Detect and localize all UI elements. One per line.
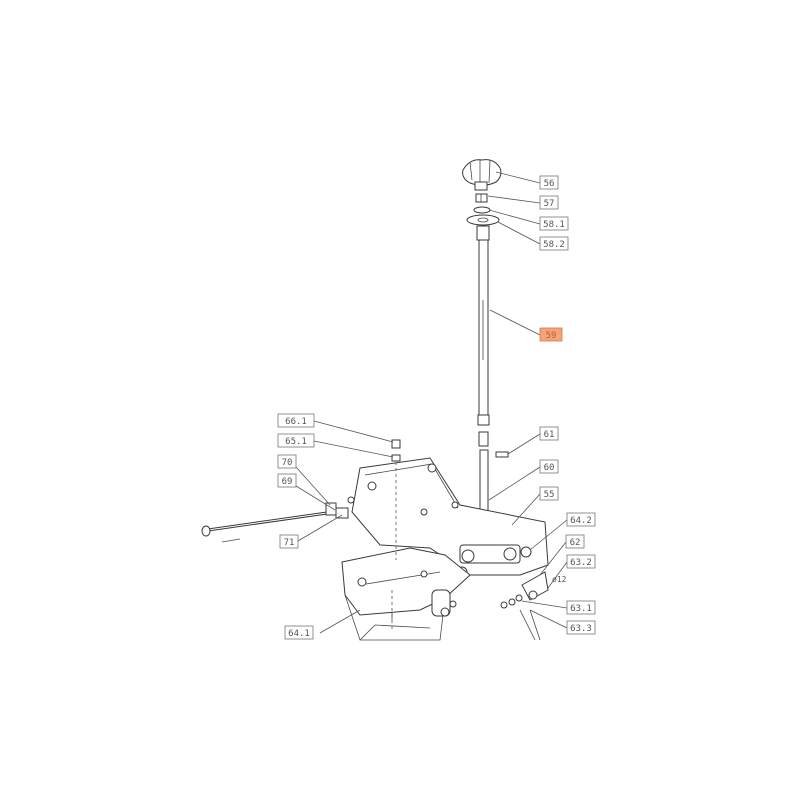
callout-71[interactable]: 71 bbox=[279, 534, 299, 549]
svg-text:60: 60 bbox=[544, 463, 555, 473]
knob-part bbox=[462, 159, 502, 191]
callout-63-1[interactable]: 63.1 bbox=[566, 600, 596, 615]
shaft-part bbox=[476, 225, 490, 426]
assembly-lines bbox=[391, 462, 397, 630]
svg-text:66.1: 66.1 bbox=[285, 417, 307, 427]
callout-59[interactable]: 59 bbox=[539, 327, 563, 342]
svg-text:57: 57 bbox=[544, 199, 555, 209]
dimension-text: ø12 bbox=[552, 575, 567, 584]
callout-63-3[interactable]: 63.3 bbox=[566, 620, 596, 635]
svg-text:64.2: 64.2 bbox=[570, 516, 592, 526]
svg-text:63.3: 63.3 bbox=[570, 624, 592, 634]
callout-70[interactable]: 70 bbox=[277, 454, 297, 469]
svg-text:64.1: 64.1 bbox=[288, 629, 310, 639]
svg-text:56: 56 bbox=[544, 179, 555, 189]
callout-61[interactable]: 61 bbox=[539, 426, 559, 441]
svg-text:58.1: 58.1 bbox=[543, 220, 565, 230]
side-lever-part bbox=[500, 546, 549, 641]
svg-text:71: 71 bbox=[284, 538, 295, 548]
svg-text:69: 69 bbox=[282, 477, 293, 487]
callout-65-1[interactable]: 65.1 bbox=[277, 433, 315, 448]
callout-64-2[interactable]: 64.2 bbox=[566, 512, 596, 527]
callout-58-1[interactable]: 58.1 bbox=[539, 216, 569, 231]
svg-text:61: 61 bbox=[544, 430, 555, 440]
callout-56[interactable]: 56 bbox=[539, 175, 559, 190]
svg-text:70: 70 bbox=[282, 458, 293, 468]
bracket-plate-part bbox=[351, 457, 549, 578]
svg-text:63.1: 63.1 bbox=[570, 604, 592, 614]
svg-text:65.1: 65.1 bbox=[285, 437, 307, 447]
svg-text:63.2: 63.2 bbox=[570, 558, 592, 568]
callout-62[interactable]: 62 bbox=[565, 534, 585, 549]
top-bolts-part bbox=[391, 439, 401, 462]
callout-60[interactable]: 60 bbox=[539, 459, 559, 474]
callout-63-2[interactable]: 63.2 bbox=[566, 554, 596, 569]
leader-lines bbox=[295, 171, 568, 634]
svg-text:62: 62 bbox=[570, 538, 581, 548]
lower-frame-part bbox=[341, 547, 471, 641]
callout-55[interactable]: 55 bbox=[539, 486, 559, 501]
svg-text:55: 55 bbox=[544, 490, 555, 500]
pin-part bbox=[495, 451, 509, 458]
washer-small-part bbox=[473, 206, 491, 214]
callout-64-1[interactable]: 64.1 bbox=[284, 625, 314, 640]
callout-66-1[interactable]: 66.1 bbox=[277, 413, 315, 428]
svg-text:58.2: 58.2 bbox=[543, 240, 565, 250]
callout-69[interactable]: 69 bbox=[277, 473, 297, 488]
callout-58-2[interactable]: 58.2 bbox=[539, 236, 569, 251]
nut-part bbox=[475, 193, 488, 203]
svg-text:59: 59 bbox=[546, 331, 557, 341]
washer-large-part bbox=[466, 214, 500, 226]
callout-57[interactable]: 57 bbox=[539, 195, 559, 210]
left-rod-assembly-part bbox=[201, 496, 355, 543]
